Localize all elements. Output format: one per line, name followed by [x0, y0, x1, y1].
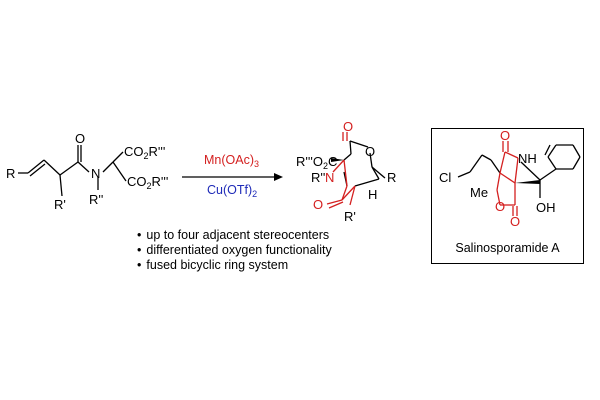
- product-lactone-o-label: O: [365, 144, 375, 159]
- sm-ester-bottom-label: CO2R''': [127, 174, 168, 191]
- product-r-dprime-label: R'': [311, 170, 325, 185]
- product-n-label: N: [325, 170, 334, 185]
- starting-material-labels: R R' O N R'' CO2R''' CO2R''': [6, 131, 168, 212]
- product-wedge-bond: [331, 158, 344, 162]
- sal-carbonyl-o-label: O: [500, 128, 510, 143]
- salinosporamide-labels: Cl O NH Me O O OH: [439, 128, 556, 229]
- sal-nh-label: NH: [518, 151, 537, 166]
- sm-r-dprime-label: R'': [89, 192, 103, 207]
- sal-ring-o-label: O: [495, 199, 505, 214]
- product-h-label: H: [368, 187, 377, 202]
- sm-ester-top-label: CO2R''': [124, 144, 165, 161]
- product-ester-label: R'''O2C: [296, 154, 337, 171]
- salinosporamide-wedge-bond: [515, 180, 540, 184]
- sm-r-prime-label: R': [54, 197, 66, 212]
- sm-n-label: N: [91, 166, 100, 181]
- feature-item: differentiated oxygen functionality: [137, 243, 331, 258]
- natural-product-box: Salinosporamide A: [431, 128, 584, 264]
- product-r-prime-label: R': [344, 209, 356, 224]
- starting-material: [18, 145, 127, 197]
- feature-item: up to four adjacent stereocenters: [137, 228, 332, 243]
- sm-carbonyl-o-label: O: [75, 131, 85, 146]
- product-r-label: R: [387, 170, 396, 185]
- sm-r-label: R: [6, 166, 15, 181]
- feature-list: up to four adjacent stereocenters differ…: [137, 228, 332, 273]
- sal-lactone-o-label: O: [510, 214, 520, 229]
- sal-cl-label: Cl: [439, 170, 451, 185]
- natural-product-name: Salinosporamide A: [455, 241, 560, 255]
- salinosporamide-red-bonds: [496, 141, 519, 216]
- reagent-cu-otf2: Cu(OTf)2: [207, 183, 257, 199]
- product-red-bonds: [326, 132, 356, 209]
- product-labels: R'''O2C O O R'' N R O H R': [296, 119, 396, 224]
- product-lactam-o-label: O: [313, 197, 323, 212]
- reagent-mn-oac3: Mn(OAc)3: [204, 153, 259, 169]
- sal-oh-label: OH: [536, 200, 556, 215]
- product-carbonyl-o-label: O: [343, 119, 353, 134]
- salinosporamide-structure: [457, 144, 581, 198]
- feature-item: fused bicyclic ring system: [137, 258, 332, 273]
- sal-me-label: Me: [470, 185, 488, 200]
- reaction-arrow: [182, 173, 283, 181]
